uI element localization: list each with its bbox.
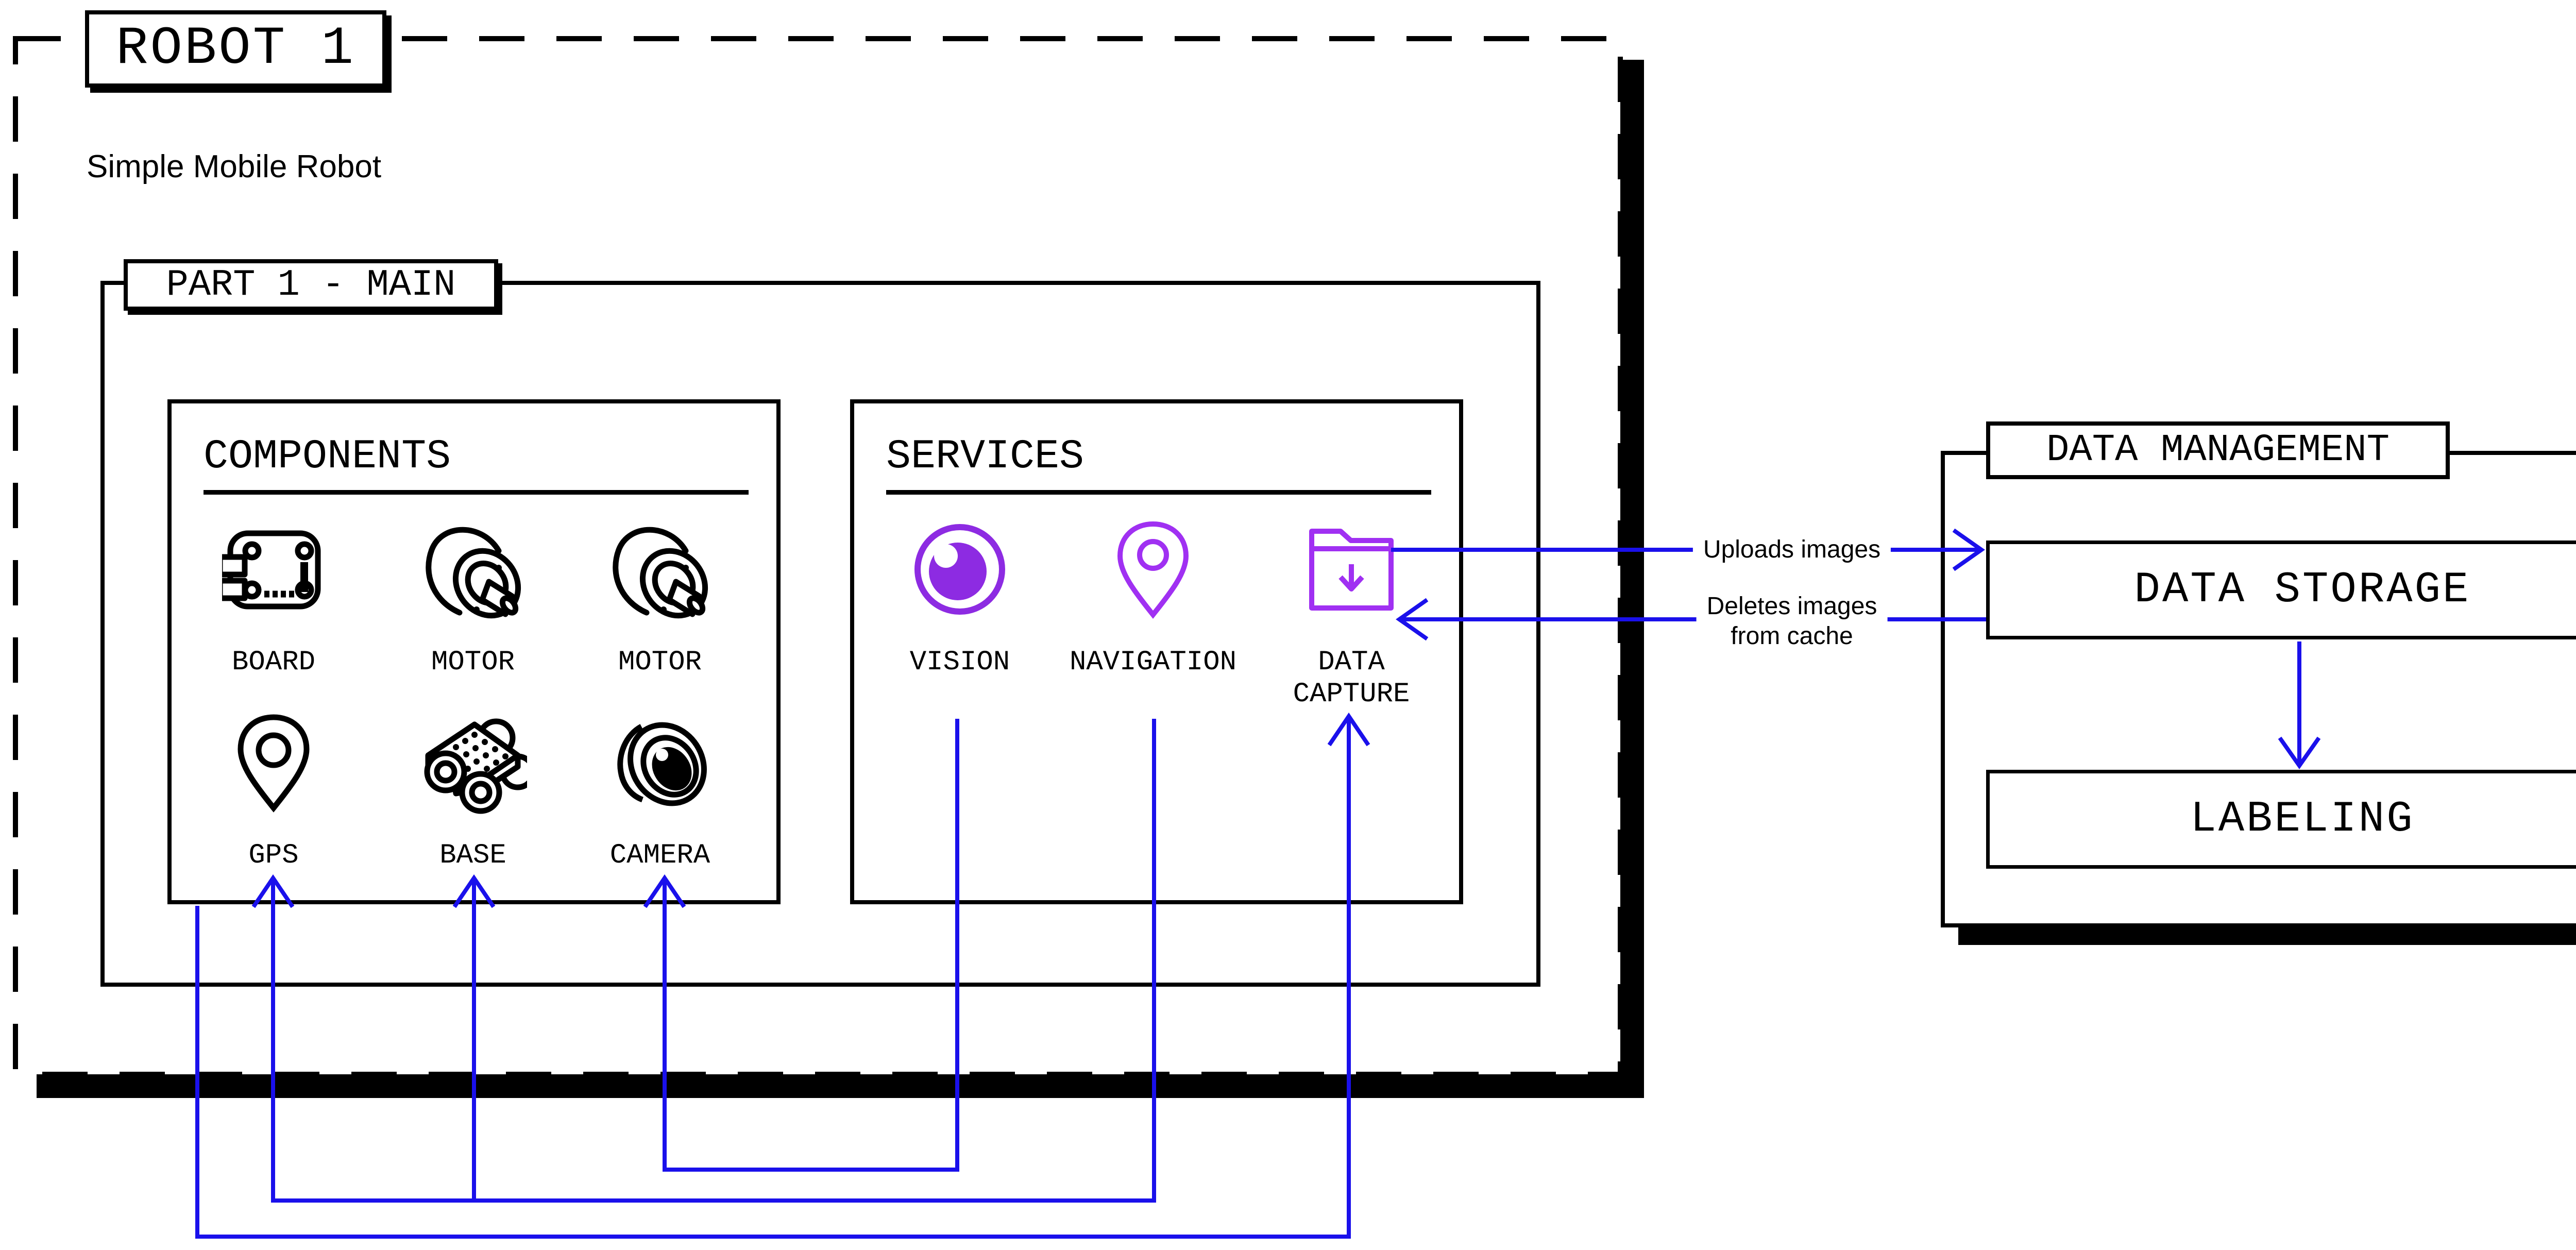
component-label: BOARD xyxy=(231,647,316,678)
component-board: BOARD xyxy=(181,518,366,679)
service-label-line1: DATA xyxy=(1318,647,1385,678)
services-box: SERVICES VISION xyxy=(850,399,1463,904)
data-storage-label: DATA STORAGE xyxy=(2134,565,2471,615)
service-label: NAVIGATION xyxy=(1069,647,1237,678)
service-label: DATA CAPTURE xyxy=(1259,647,1444,711)
vision-icon xyxy=(867,518,1053,621)
components-box: COMPONENTS BOARD xyxy=(167,399,781,904)
labeling-node: LABELING xyxy=(1986,770,2576,869)
robot-title: ROBOT 1 xyxy=(116,19,355,79)
component-motor-2: MOTOR xyxy=(567,518,753,679)
data-capture-icon xyxy=(1259,518,1444,621)
component-motor-1: MOTOR xyxy=(380,518,566,679)
component-base: BASE xyxy=(380,711,566,872)
component-camera: CAMERA xyxy=(567,711,753,872)
services-title-rule xyxy=(886,490,1431,495)
data-management-title-box: DATA MANAGEMENT xyxy=(1986,421,2450,479)
navigation-icon xyxy=(1060,518,1246,621)
deletes-images-label: Deletes images from cache xyxy=(1696,590,1888,652)
service-label: VISION xyxy=(909,647,1010,678)
component-gps: GPS xyxy=(181,711,366,872)
service-vision: VISION xyxy=(867,518,1053,679)
deletes-images-line2: from cache xyxy=(1731,622,1853,650)
service-navigation: NAVIGATION xyxy=(1060,518,1246,679)
motor-icon xyxy=(567,518,753,621)
components-title-rule xyxy=(204,490,749,495)
component-label: BASE xyxy=(439,840,506,871)
part-1-main-title: PART 1 - MAIN xyxy=(166,264,456,306)
data-management-title: DATA MANAGEMENT xyxy=(2046,429,2390,472)
data-storage-node: DATA STORAGE xyxy=(1986,540,2576,639)
labeling-label: LABELING xyxy=(2190,795,2415,844)
deletes-images-line1: Deletes images xyxy=(1706,593,1877,620)
part-1-main-title-box: PART 1 - MAIN xyxy=(124,259,498,311)
component-label: MOTOR xyxy=(618,647,702,678)
robot-subtitle: Simple Mobile Robot xyxy=(87,149,382,184)
motor-icon xyxy=(380,518,566,621)
component-label: CAMERA xyxy=(609,840,710,871)
components-title: COMPONENTS xyxy=(204,433,451,480)
base-icon xyxy=(380,711,566,814)
component-label: MOTOR xyxy=(431,647,515,678)
service-data-capture: DATA CAPTURE xyxy=(1259,518,1444,711)
service-label-line2: CAPTURE xyxy=(1293,679,1410,710)
camera-icon xyxy=(567,711,753,814)
gps-icon xyxy=(181,711,366,814)
uploads-images-label: Uploads images xyxy=(1692,534,1891,566)
board-icon xyxy=(181,518,366,621)
component-label: GPS xyxy=(248,840,299,871)
services-title: SERVICES xyxy=(886,433,1084,480)
robot-title-box: ROBOT 1 xyxy=(85,10,386,88)
